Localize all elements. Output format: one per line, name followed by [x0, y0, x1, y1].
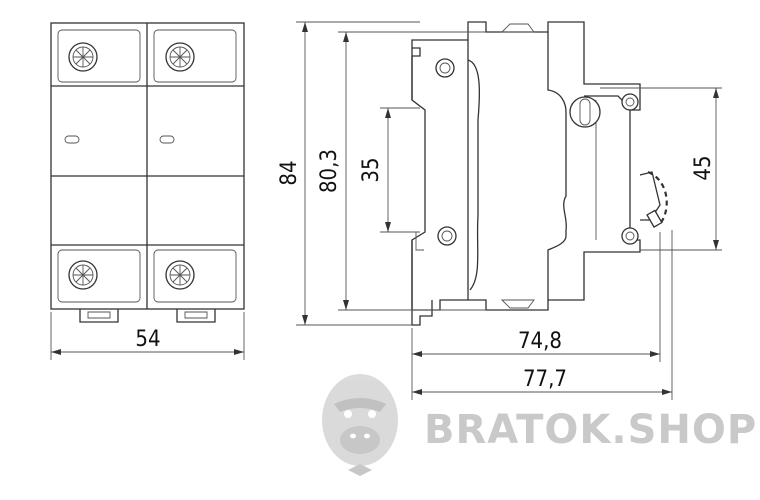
dimension-width-front: 54: [50, 312, 245, 360]
dim-label-80-3: 80,3: [317, 149, 342, 193]
dim-label-84: 84: [277, 160, 302, 185]
indicator-slot-2: [159, 135, 175, 144]
screw-top-right-icon: [165, 42, 195, 72]
side-screw-4-icon: [621, 227, 639, 245]
screw-bottom-left-icon: [68, 260, 98, 290]
indicator-slot-1: [64, 135, 80, 144]
front-view: [50, 22, 245, 323]
dim-label-54: 54: [135, 327, 160, 352]
dimension-height-body: 80,3: [317, 31, 486, 311]
dim-label-45: 45: [691, 155, 716, 180]
gorilla-face-icon: [322, 374, 398, 476]
side-view: [411, 21, 641, 326]
dimension-din-rail: 35: [359, 107, 420, 233]
side-screw-3-icon: [621, 93, 639, 111]
dimension-height-total: 84: [277, 21, 420, 326]
side-screw-2-icon: [437, 226, 457, 246]
screw-bottom-right-icon: [165, 260, 195, 290]
toggle-pivot-icon: [569, 96, 601, 128]
lever-swing-arc: [639, 170, 668, 228]
dimension-depth-body: 74,8: [411, 232, 661, 400]
dim-label-74-8: 74,8: [518, 329, 562, 354]
dim-label-77-7: 77,7: [523, 367, 567, 392]
dim-label-35: 35: [359, 157, 384, 182]
screw-top-left-icon: [68, 42, 98, 72]
side-screw-1-icon: [435, 58, 455, 78]
dimension-depth-total: 77,7: [412, 230, 673, 400]
dimension-height-front: 45: [600, 87, 722, 251]
watermark-text: BRATOK.SHOP: [424, 407, 757, 453]
